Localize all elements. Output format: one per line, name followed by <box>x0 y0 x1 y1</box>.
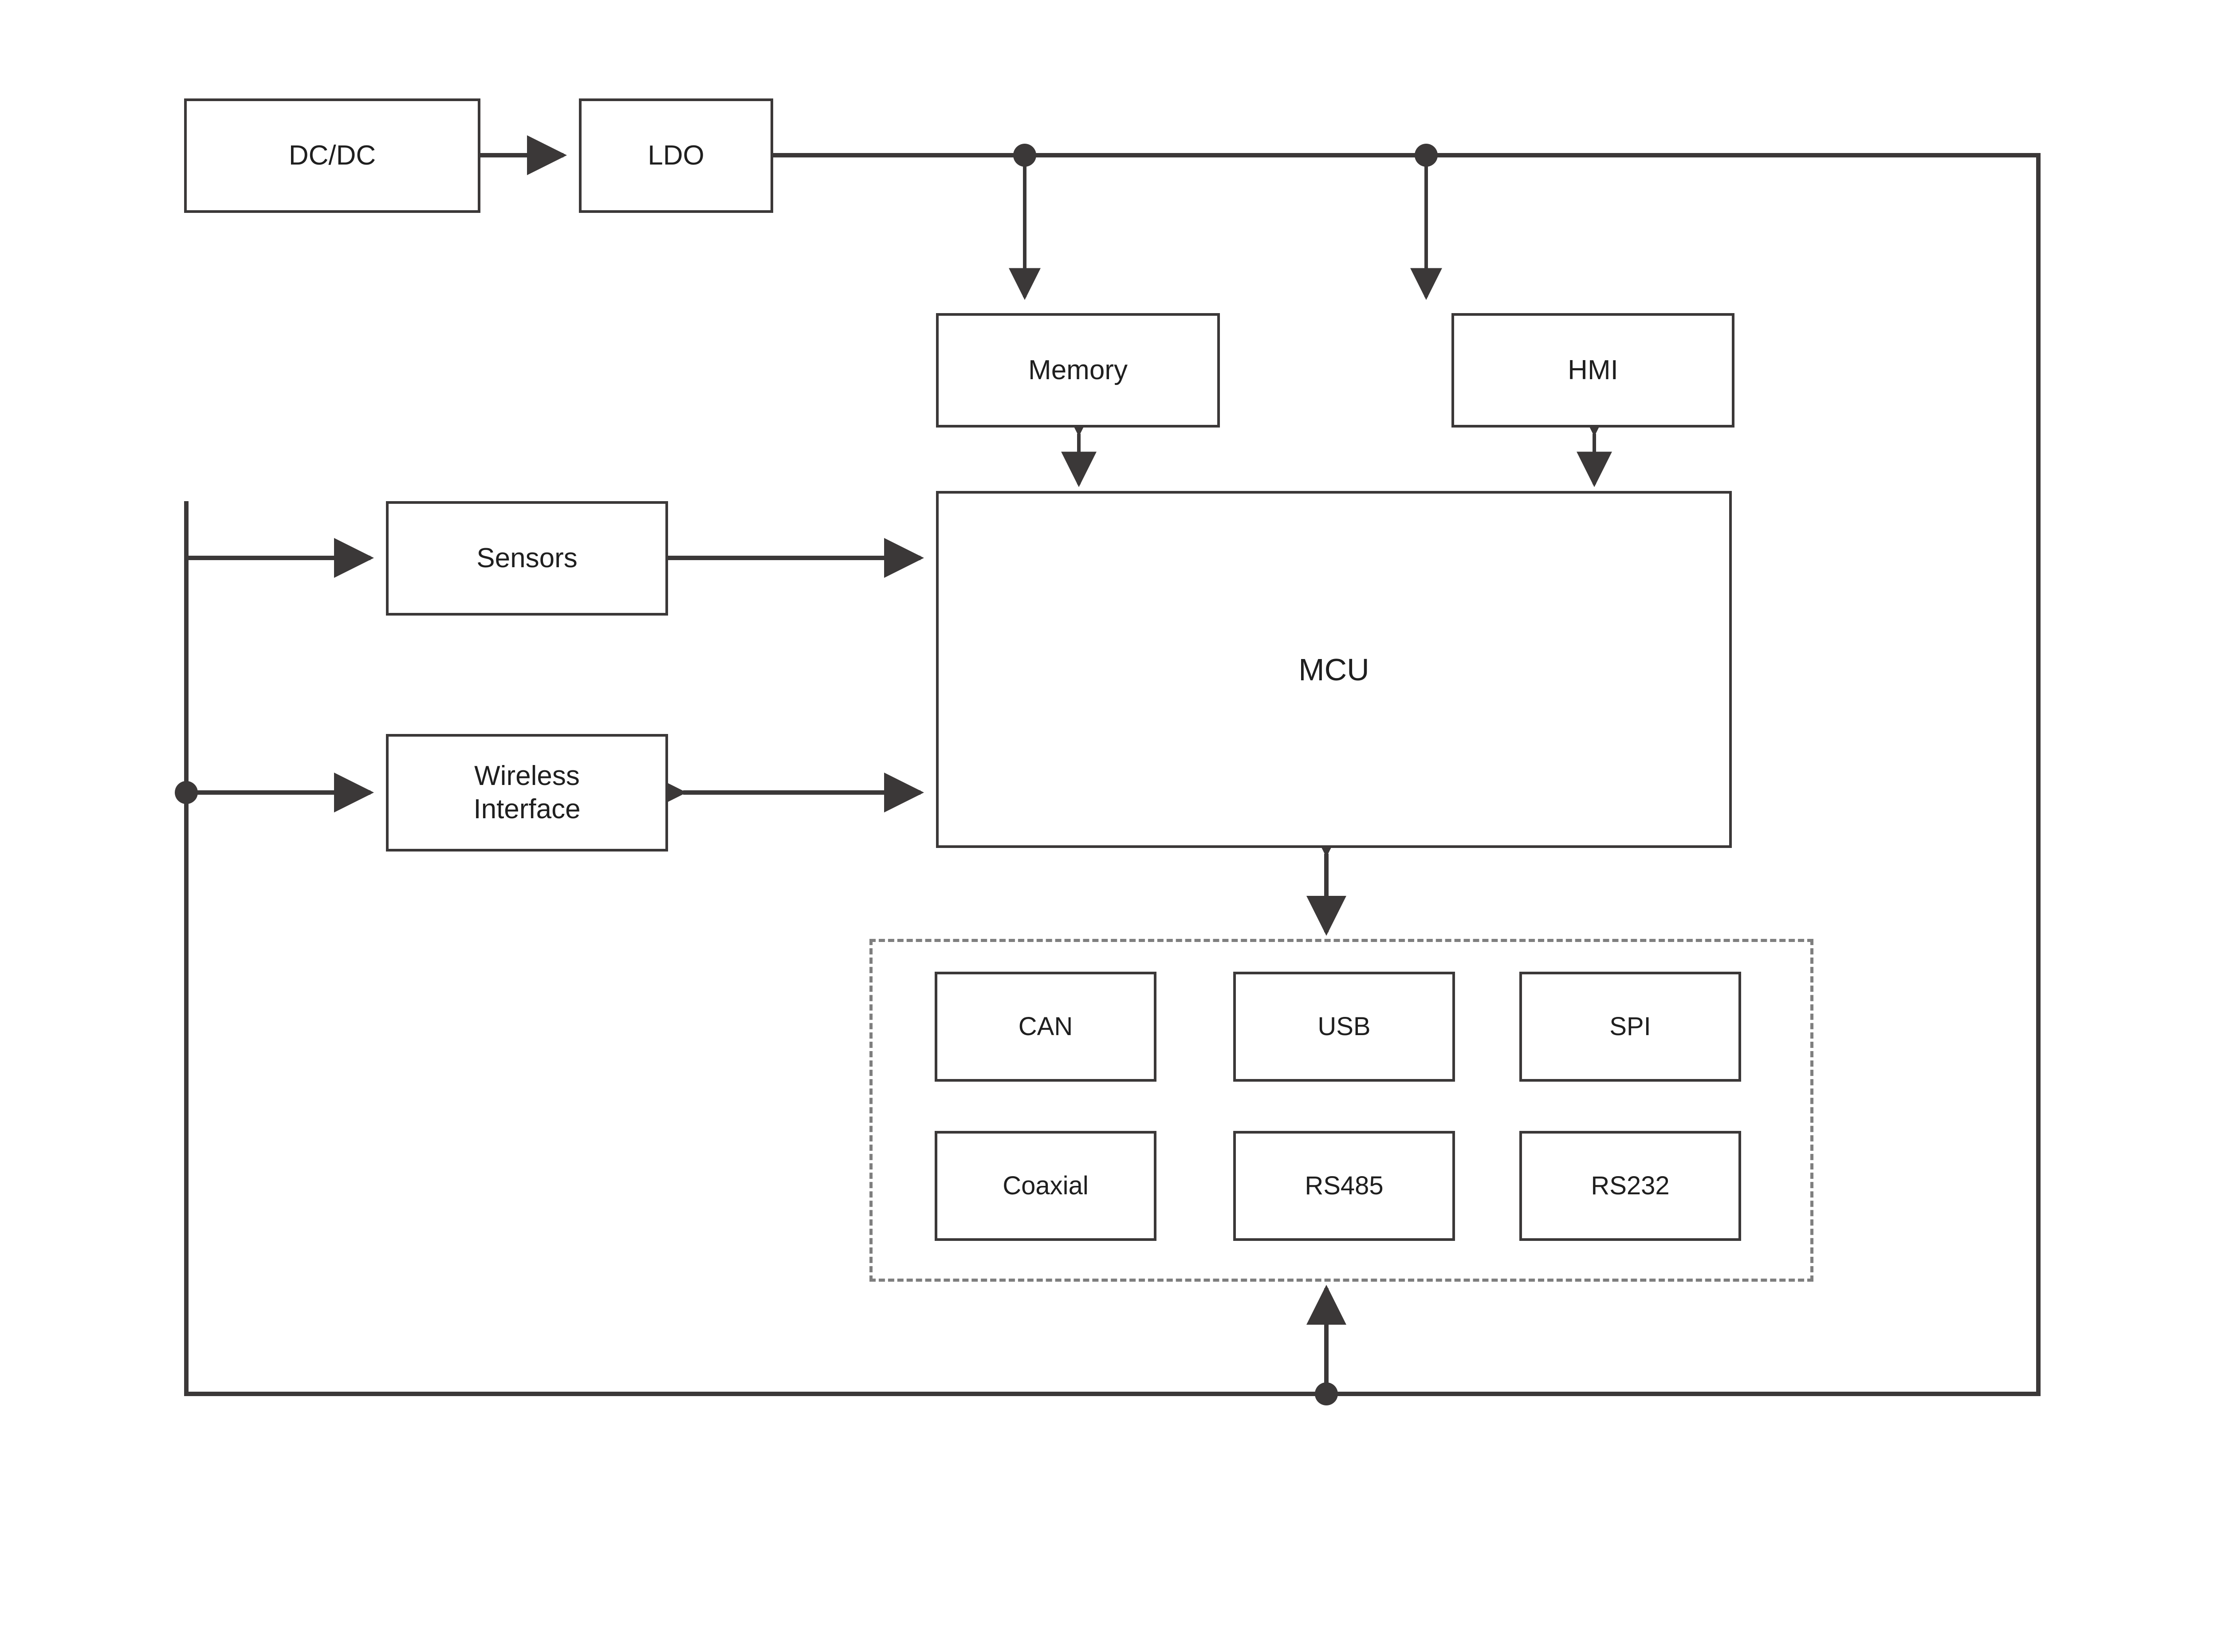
wire-power-rail <box>184 153 2041 1396</box>
junction-dot-hmi-rail <box>1415 144 1438 167</box>
interface-box-coaxial[interactable]: Coaxial <box>935 1131 1156 1241</box>
interface-box-rs232-label: RS232 <box>1591 1171 1670 1201</box>
interface-box-rs485-label: RS485 <box>1305 1171 1384 1201</box>
junction-dot-memory-rail <box>1013 144 1036 167</box>
interface-box-can-label: CAN <box>1018 1012 1073 1041</box>
interface-group-container <box>869 939 1813 1282</box>
interface-box-can[interactable]: CAN <box>935 972 1156 1082</box>
wire-rail-to-interfaces <box>1306 1284 1346 1405</box>
block-sensors[interactable]: Sensors <box>386 501 668 616</box>
block-memory-label: Memory <box>1028 354 1128 385</box>
block-mcu-label: MCU <box>1298 652 1369 687</box>
block-wireless-interface-label: Wireless Interface <box>473 761 581 824</box>
block-dcdc[interactable]: DC/DC <box>184 98 480 213</box>
block-ldo-label: LDO <box>648 140 704 171</box>
wire-rail-to-hmi <box>1410 144 1442 300</box>
interface-box-spi[interactable]: SPI <box>1519 972 1741 1082</box>
interface-box-spi-label: SPI <box>1609 1012 1651 1041</box>
block-sensors-label: Sensors <box>476 542 578 573</box>
block-hmi-label: HMI <box>1568 354 1618 385</box>
interface-box-coaxial-label: Coaxial <box>1003 1171 1089 1201</box>
interface-box-usb-label: USB <box>1317 1012 1371 1041</box>
block-memory[interactable]: Memory <box>936 313 1220 428</box>
block-hmi[interactable]: HMI <box>1451 313 1734 428</box>
interface-box-usb[interactable]: USB <box>1233 972 1455 1082</box>
interface-box-rs232[interactable]: RS232 <box>1519 1131 1741 1241</box>
wire-rail-to-memory <box>1009 144 1041 300</box>
block-mcu[interactable]: MCU <box>936 491 1732 848</box>
block-ldo[interactable]: LDO <box>579 98 773 213</box>
junction-dot-interfaces-rail <box>1315 1382 1338 1405</box>
block-wireless-interface[interactable]: Wireless Interface <box>386 734 668 852</box>
wire-rail-to-wireless <box>175 773 374 812</box>
interface-box-rs485[interactable]: RS485 <box>1233 1131 1455 1241</box>
block-dcdc-label: DC/DC <box>288 140 376 171</box>
junction-dot-wireless-rail <box>175 781 198 804</box>
